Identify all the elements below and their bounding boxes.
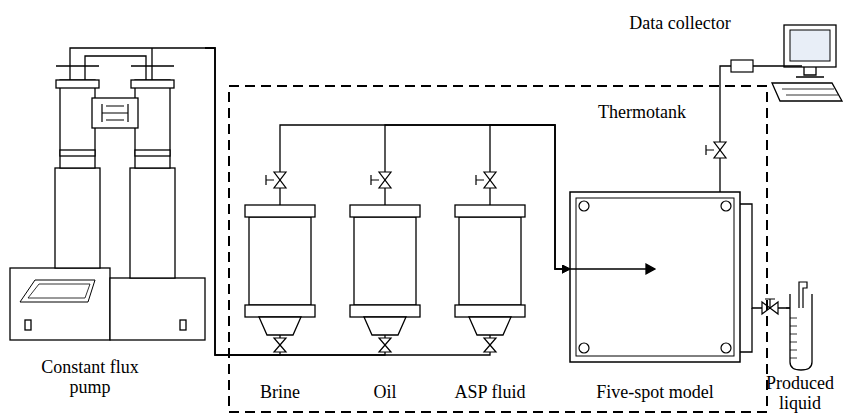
valve-symbol: [484, 338, 496, 352]
node-label: ASP fluid: [430, 383, 550, 403]
vessel-stand: [469, 317, 511, 335]
pump-cylinder: [60, 80, 95, 168]
model-outline: [570, 192, 740, 362]
pump-ring: [135, 150, 170, 156]
pump-spool: [102, 104, 128, 122]
pump-illustration: Constant flux pump: [10, 40, 205, 340]
valve-symbol: [484, 172, 496, 188]
vessel-stand: [364, 317, 406, 335]
node-label: Oil: [325, 383, 445, 403]
pump-column: [55, 168, 100, 268]
pump-cylinder: [135, 80, 170, 168]
node-label: Data collector: [610, 14, 750, 34]
injection-arrow: [570, 264, 655, 274]
asp-vessel-shape: [455, 205, 525, 335]
vessel-cap: [245, 305, 315, 317]
keyboard-keys: [782, 89, 838, 95]
measuring-cylinder: [790, 294, 812, 370]
production-well: [721, 343, 731, 353]
vessel-body: [354, 217, 416, 305]
pump-column: [130, 168, 175, 278]
pressure-sensor: [731, 60, 753, 72]
pump-base: [10, 268, 110, 340]
vessel-cap: [455, 305, 525, 317]
model-inner: [576, 198, 734, 356]
production-well: [579, 201, 589, 211]
valve-handle: [266, 175, 274, 185]
pump-pipe: [85, 56, 146, 80]
pump-button: [25, 320, 31, 330]
graduation: [790, 318, 797, 319]
pump-cap: [131, 80, 174, 88]
data-collector: Data collector: [762, 25, 845, 105]
oil-vessel-shape: [350, 205, 420, 335]
pump-base: [110, 278, 205, 340]
pipe-line: [720, 66, 762, 192]
vessel-cap: [245, 205, 315, 217]
brine-vessel-shape: [245, 205, 315, 335]
vessel-body: [459, 217, 521, 305]
vessel-cap: [350, 305, 420, 317]
data-collector-shape: [762, 25, 845, 105]
pump-button: [180, 320, 186, 330]
graduation: [790, 350, 797, 351]
oil-vessel: Oil: [350, 205, 420, 335]
vessel-cap: [455, 205, 525, 217]
pump-pipe: [70, 48, 205, 80]
node-label: Produced liquid: [750, 374, 850, 414]
valve-symbol: [274, 172, 286, 188]
vessel-cap: [350, 205, 420, 217]
valve-symbol: [274, 338, 286, 352]
screen: [790, 30, 830, 61]
pipe-line: [205, 48, 490, 355]
pump-screen: [28, 284, 90, 298]
outlet-nozzle: [786, 282, 807, 308]
production-well: [579, 343, 589, 353]
five-spot-model-shape: [570, 192, 740, 362]
graduation: [790, 342, 797, 343]
vessel-stand: [259, 317, 301, 335]
node-label: Brine: [220, 383, 340, 403]
node-label: Thermotank: [598, 103, 748, 123]
produced-liquid-tube-shape: [790, 288, 812, 370]
five-spot-model: Five-spot model: [570, 192, 740, 362]
thermotank-region: ThermotankBrineOilASP fluidFive-spot mod…: [228, 85, 768, 413]
node-label: Five-spot model: [550, 383, 760, 403]
production-well: [721, 201, 731, 211]
valve-symbol: [379, 172, 391, 188]
brine-vessel: Brine: [245, 205, 315, 335]
valve-symbol: [714, 142, 726, 158]
pump-screen: [20, 280, 95, 302]
vessel-body: [249, 217, 311, 305]
pump-cap: [56, 80, 99, 88]
valve-handle: [371, 175, 379, 185]
graduation: [790, 334, 797, 335]
node-label: Constant flux pump: [30, 358, 150, 398]
valve-handle: [476, 175, 484, 185]
monitor-stand: [762, 66, 824, 77]
produced-liquid-tube: Produced liquid: [790, 288, 812, 370]
outlet-line: [740, 308, 752, 352]
pump-cap: [56, 65, 174, 66]
pump-clamp: [92, 98, 138, 128]
graduation: [790, 358, 797, 359]
pump-ring: [60, 150, 95, 156]
valve-handle: [706, 145, 714, 155]
monitor: [784, 25, 836, 67]
keyboard: [772, 83, 842, 101]
valve-symbol: [379, 338, 391, 352]
dashed-boundary: [229, 86, 767, 412]
pump-illustration-shape: [10, 40, 205, 340]
graduation: [790, 326, 797, 327]
pipe-line: [280, 125, 570, 269]
pipe-line: [740, 204, 790, 308]
asp-vessel: ASP fluid: [455, 205, 525, 335]
